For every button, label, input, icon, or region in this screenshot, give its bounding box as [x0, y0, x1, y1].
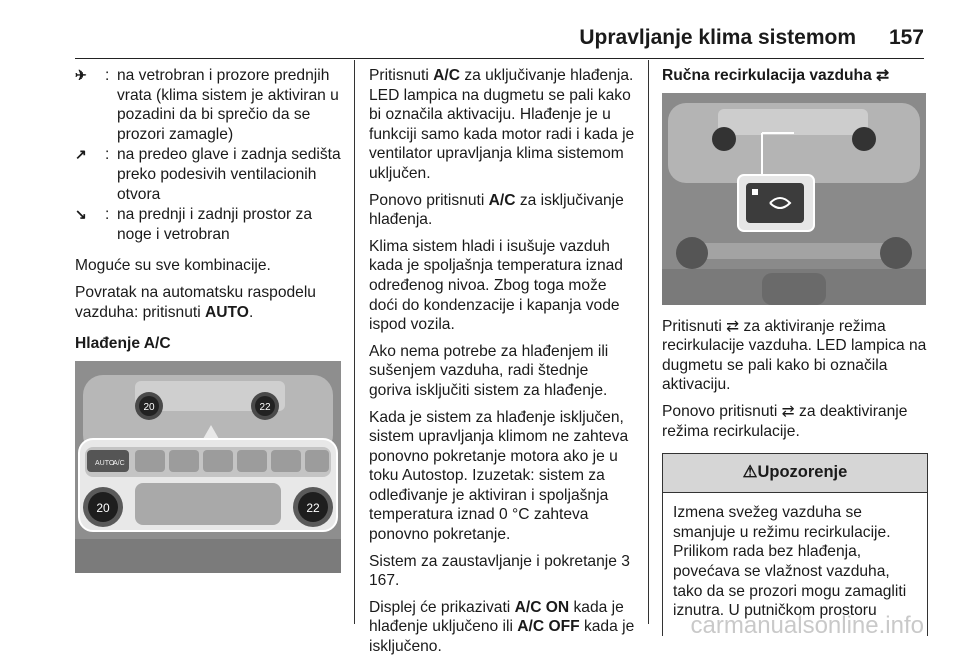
column-left: ✈ : na vetrobran i prozore prednjih vrat…	[75, 66, 341, 585]
dehumidify-paragraph: Klima sistem hladi i isušuje vazduh kada…	[369, 237, 623, 334]
warning-header: ⚠ Upozorenje	[663, 454, 927, 494]
recirc-off-paragraph: Ponovo pritisnuti ⇄ za deaktiviranje rež…	[662, 402, 908, 440]
distribution-text: na prednji i zadnji prostor za noge i ve…	[117, 206, 313, 243]
header-divider	[75, 58, 924, 59]
distribution-item: ✈ : na vetrobran i prozore prednjih vrat…	[75, 66, 341, 144]
fuel-saving-paragraph: Ako nema potrebe za hlađenjem ili sušenj…	[369, 342, 609, 399]
recirculation-button-photo	[662, 92, 926, 305]
column-right: Ručna recirkulacija vazduha ⇄ Pritisnuti…	[662, 66, 928, 637]
combinations-paragraph: Moguće su sve kombinacije.	[75, 257, 271, 275]
warning-title: Upozorenje	[757, 463, 848, 482]
page-number: 157	[888, 26, 924, 49]
recirculation-icon: ⇄	[781, 402, 795, 420]
svg-text:20: 20	[143, 402, 155, 413]
warning-text: Izmena svežeg vazduha se smanjuje u reži…	[673, 504, 907, 620]
autostop-paragraph: Kada je sistem za hlađenje isključen, si…	[369, 408, 629, 544]
svg-text:A/C: A/C	[113, 460, 125, 467]
windshield-feet-icon: ✈	[75, 67, 87, 83]
head-feet-icon: ↗	[75, 146, 87, 163]
distribution-text: na vetrobran i prozore prednjih vrata (k…	[117, 67, 339, 143]
stop-start-paragraph: Sistem za zaustavljanje i pokretanje 3 1…	[369, 552, 630, 590]
column-middle: Pritisnuti A/C za uključivanje hlađenja.…	[369, 66, 635, 664]
feet-windshield-icon: ↘	[75, 206, 87, 223]
distribution-text: na predeo glave i zadnja sedišta preko p…	[117, 146, 341, 203]
watermark: carmanualsonline.info	[690, 612, 924, 639]
recirculation-icon: ⇄	[726, 317, 740, 335]
distribution-item: ↘ : na prednji i zadnji prostor za noge …	[75, 205, 341, 244]
svg-text:22: 22	[306, 501, 320, 515]
ac-off-paragraph: Ponovo pritisnuti A/C za isključivanje h…	[369, 191, 624, 229]
svg-text:22: 22	[259, 402, 271, 413]
distribution-item: ↗ : na predeo glave i zadnja sedišta pre…	[75, 146, 341, 203]
display-paragraph: Displej će prikazivati A/C ON kada je hl…	[369, 598, 635, 656]
column-divider-left	[354, 60, 355, 624]
svg-text:20: 20	[96, 501, 110, 515]
page-reference-link: 3 167.	[369, 552, 630, 590]
cooling-ac-heading: Hlađenje A/C	[75, 335, 171, 353]
column-divider-right	[648, 60, 649, 624]
auto-return-paragraph: Povratak na automatsku raspodelu vazduha…	[75, 283, 316, 321]
recirculation-heading: Ručna recirkulacija vazduha ⇄	[662, 67, 890, 84]
ac-control-panel-photo: 20 22 AUTO A/C 20 22	[75, 360, 341, 573]
svg-text:AUTO: AUTO	[95, 460, 115, 467]
warning-icon: ⚠	[742, 463, 758, 482]
recirc-on-paragraph: Pritisnuti ⇄ za aktiviranje režima recir…	[662, 317, 927, 394]
warning-box: ⚠ Upozorenje Izmena svežeg vazduha se sm…	[662, 453, 928, 637]
ac-on-paragraph: Pritisnuti A/C za uključivanje hlađenja.…	[369, 67, 635, 182]
page-header-title: Upravljanje klima sistemom	[579, 26, 856, 49]
recirculation-icon: ⇄	[876, 67, 890, 84]
